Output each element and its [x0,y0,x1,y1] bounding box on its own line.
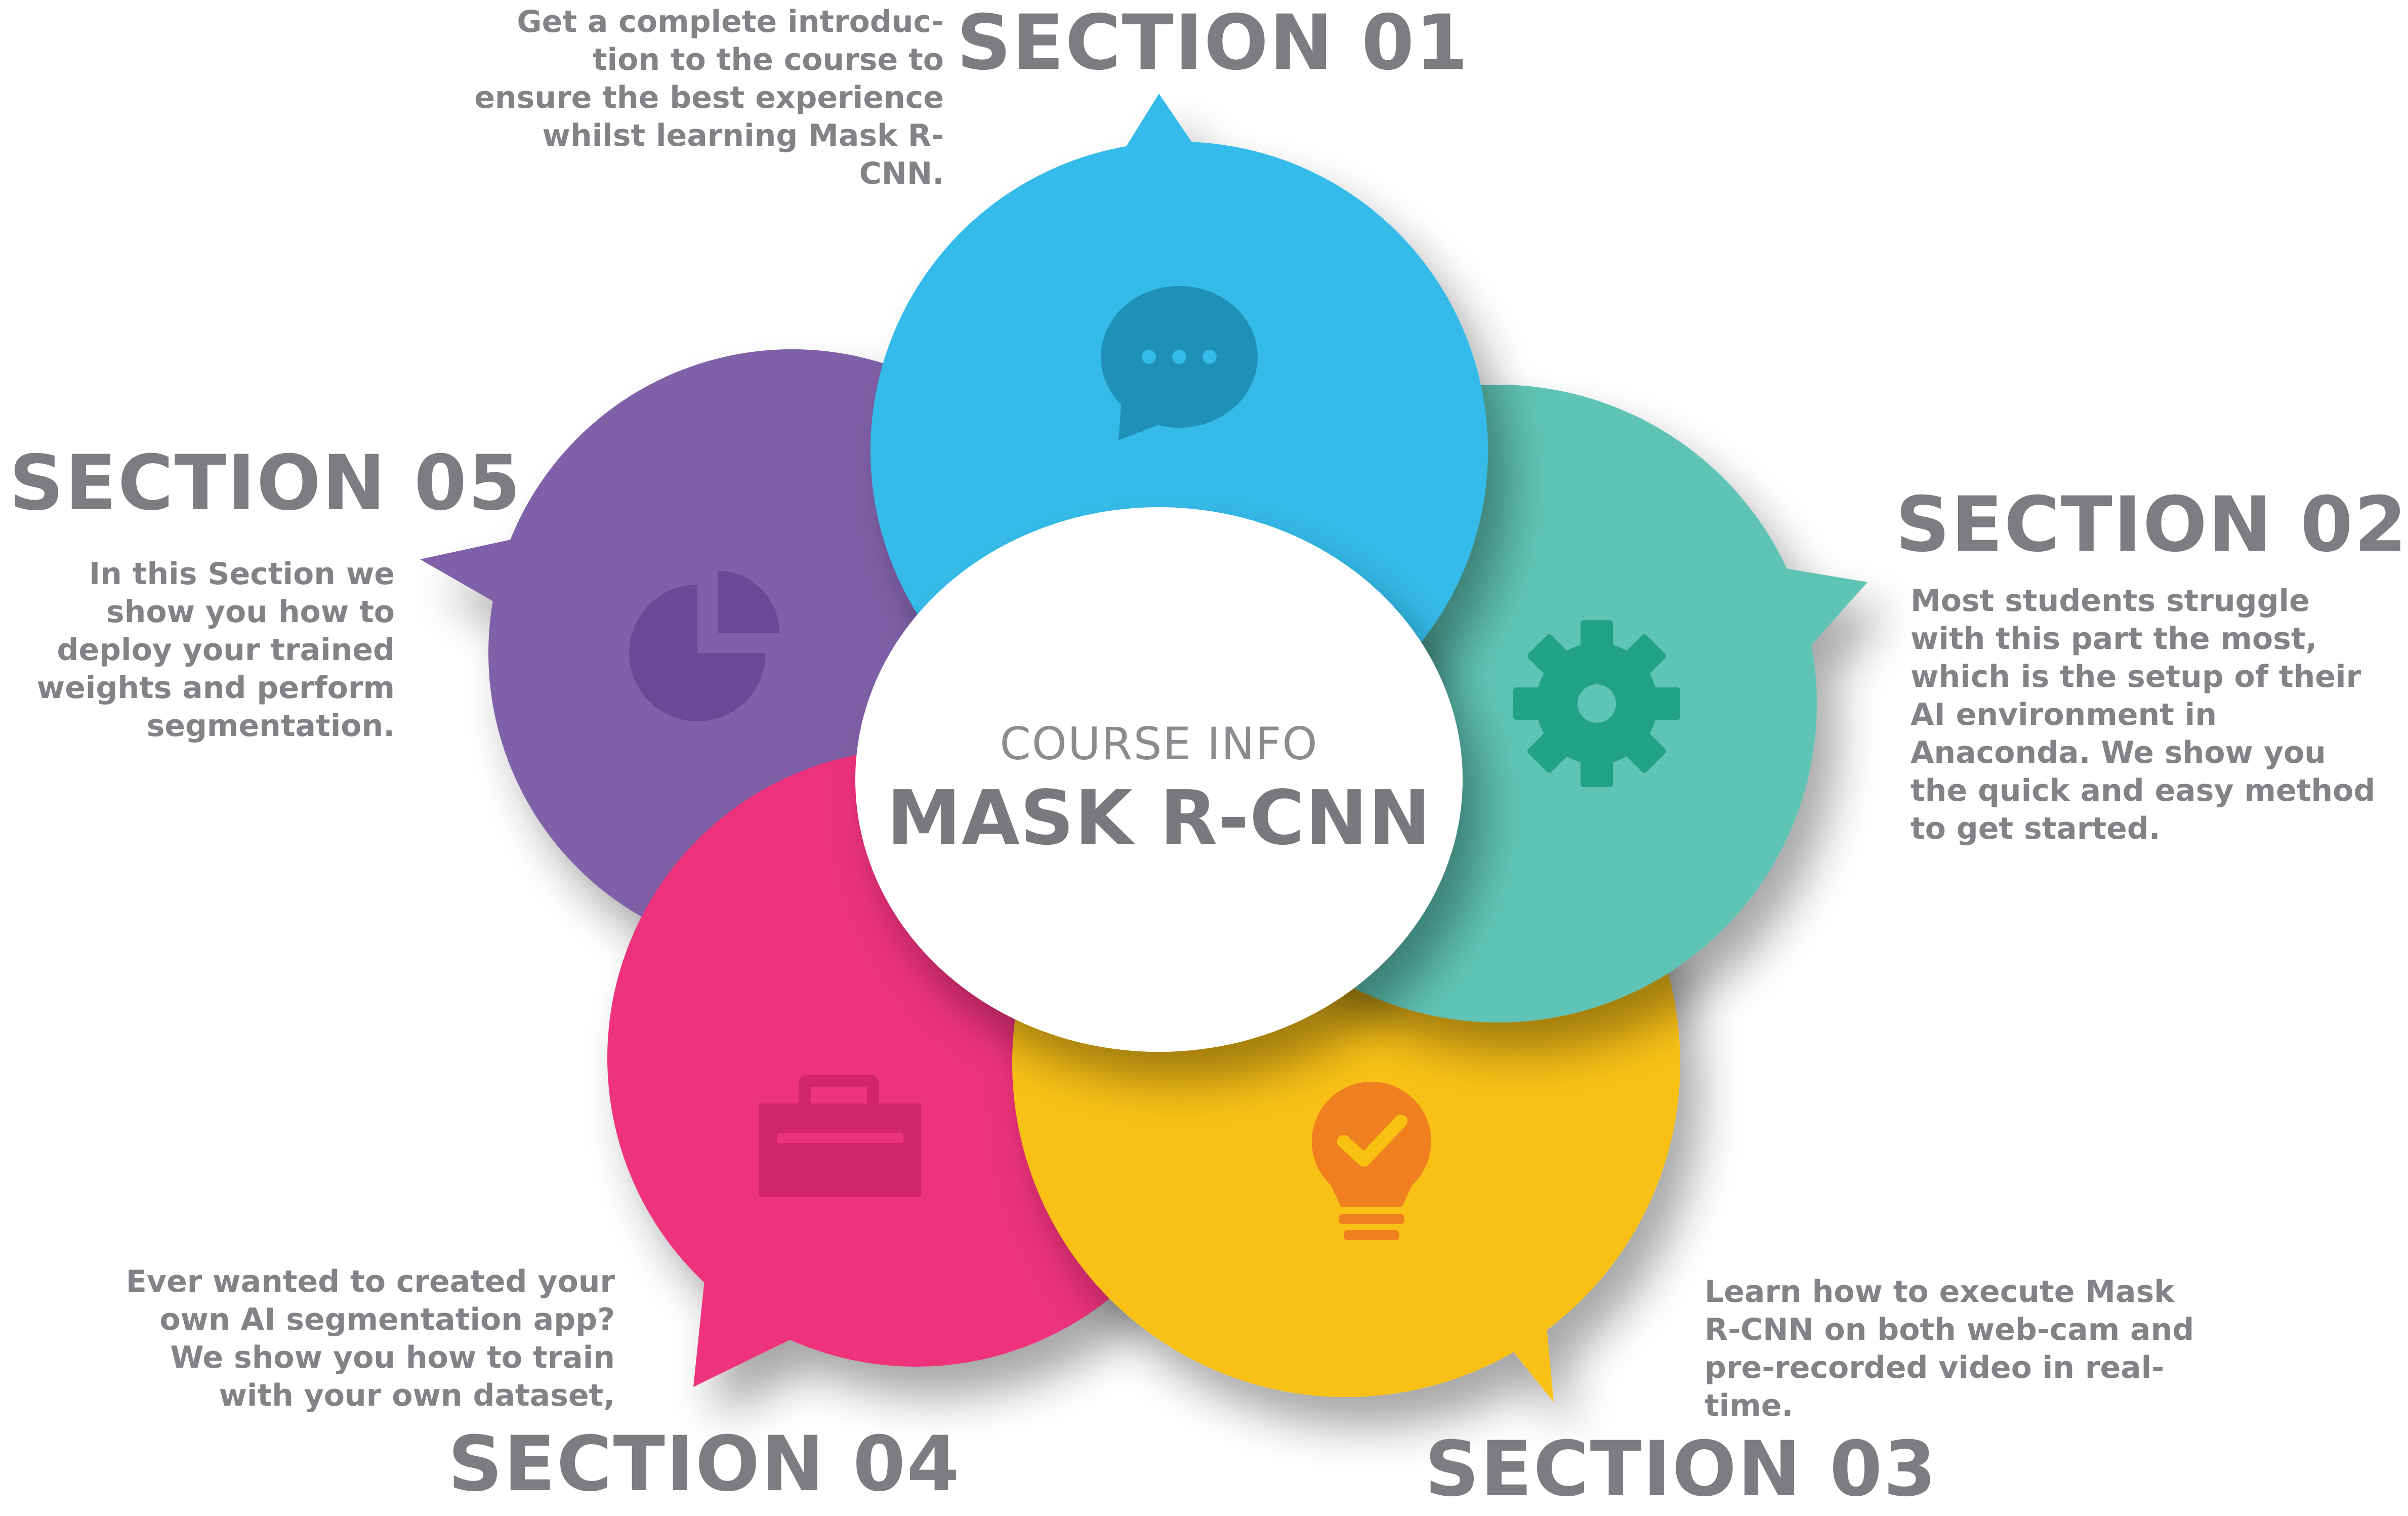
section-04-title: SECTION 04 [448,1420,961,1508]
section-05-description: In this Section we show you how to deplo… [36,556,395,744]
section-01-description: Get a complete introduc- tion to the cou… [474,4,944,191]
center-subtitle: COURSE INFO [1000,718,1318,770]
section-03-title: SECTION 03 [1425,1425,1937,1513]
section-02-description: Most students struggle with this part th… [1911,583,2376,846]
briefcase-icon [759,1075,921,1197]
center-circle [855,507,1463,1052]
section-03-description: Learn how to execute Mask R-CNN on both … [1705,1274,2194,1423]
pie-chart-icon [629,571,779,721]
chat-bubble-icon [1101,286,1258,440]
lightbulb-check-icon [1312,1082,1431,1240]
section-01-title: SECTION 01 [957,0,1469,87]
gear-icon [1513,620,1680,787]
center-title: MASK R-CNN [886,774,1432,862]
section-02-title: SECTION 02 [1895,481,2408,569]
section-05-title: SECTION 05 [9,439,522,527]
section-04-description: Ever wanted to created your own AI segme… [126,1264,615,1413]
